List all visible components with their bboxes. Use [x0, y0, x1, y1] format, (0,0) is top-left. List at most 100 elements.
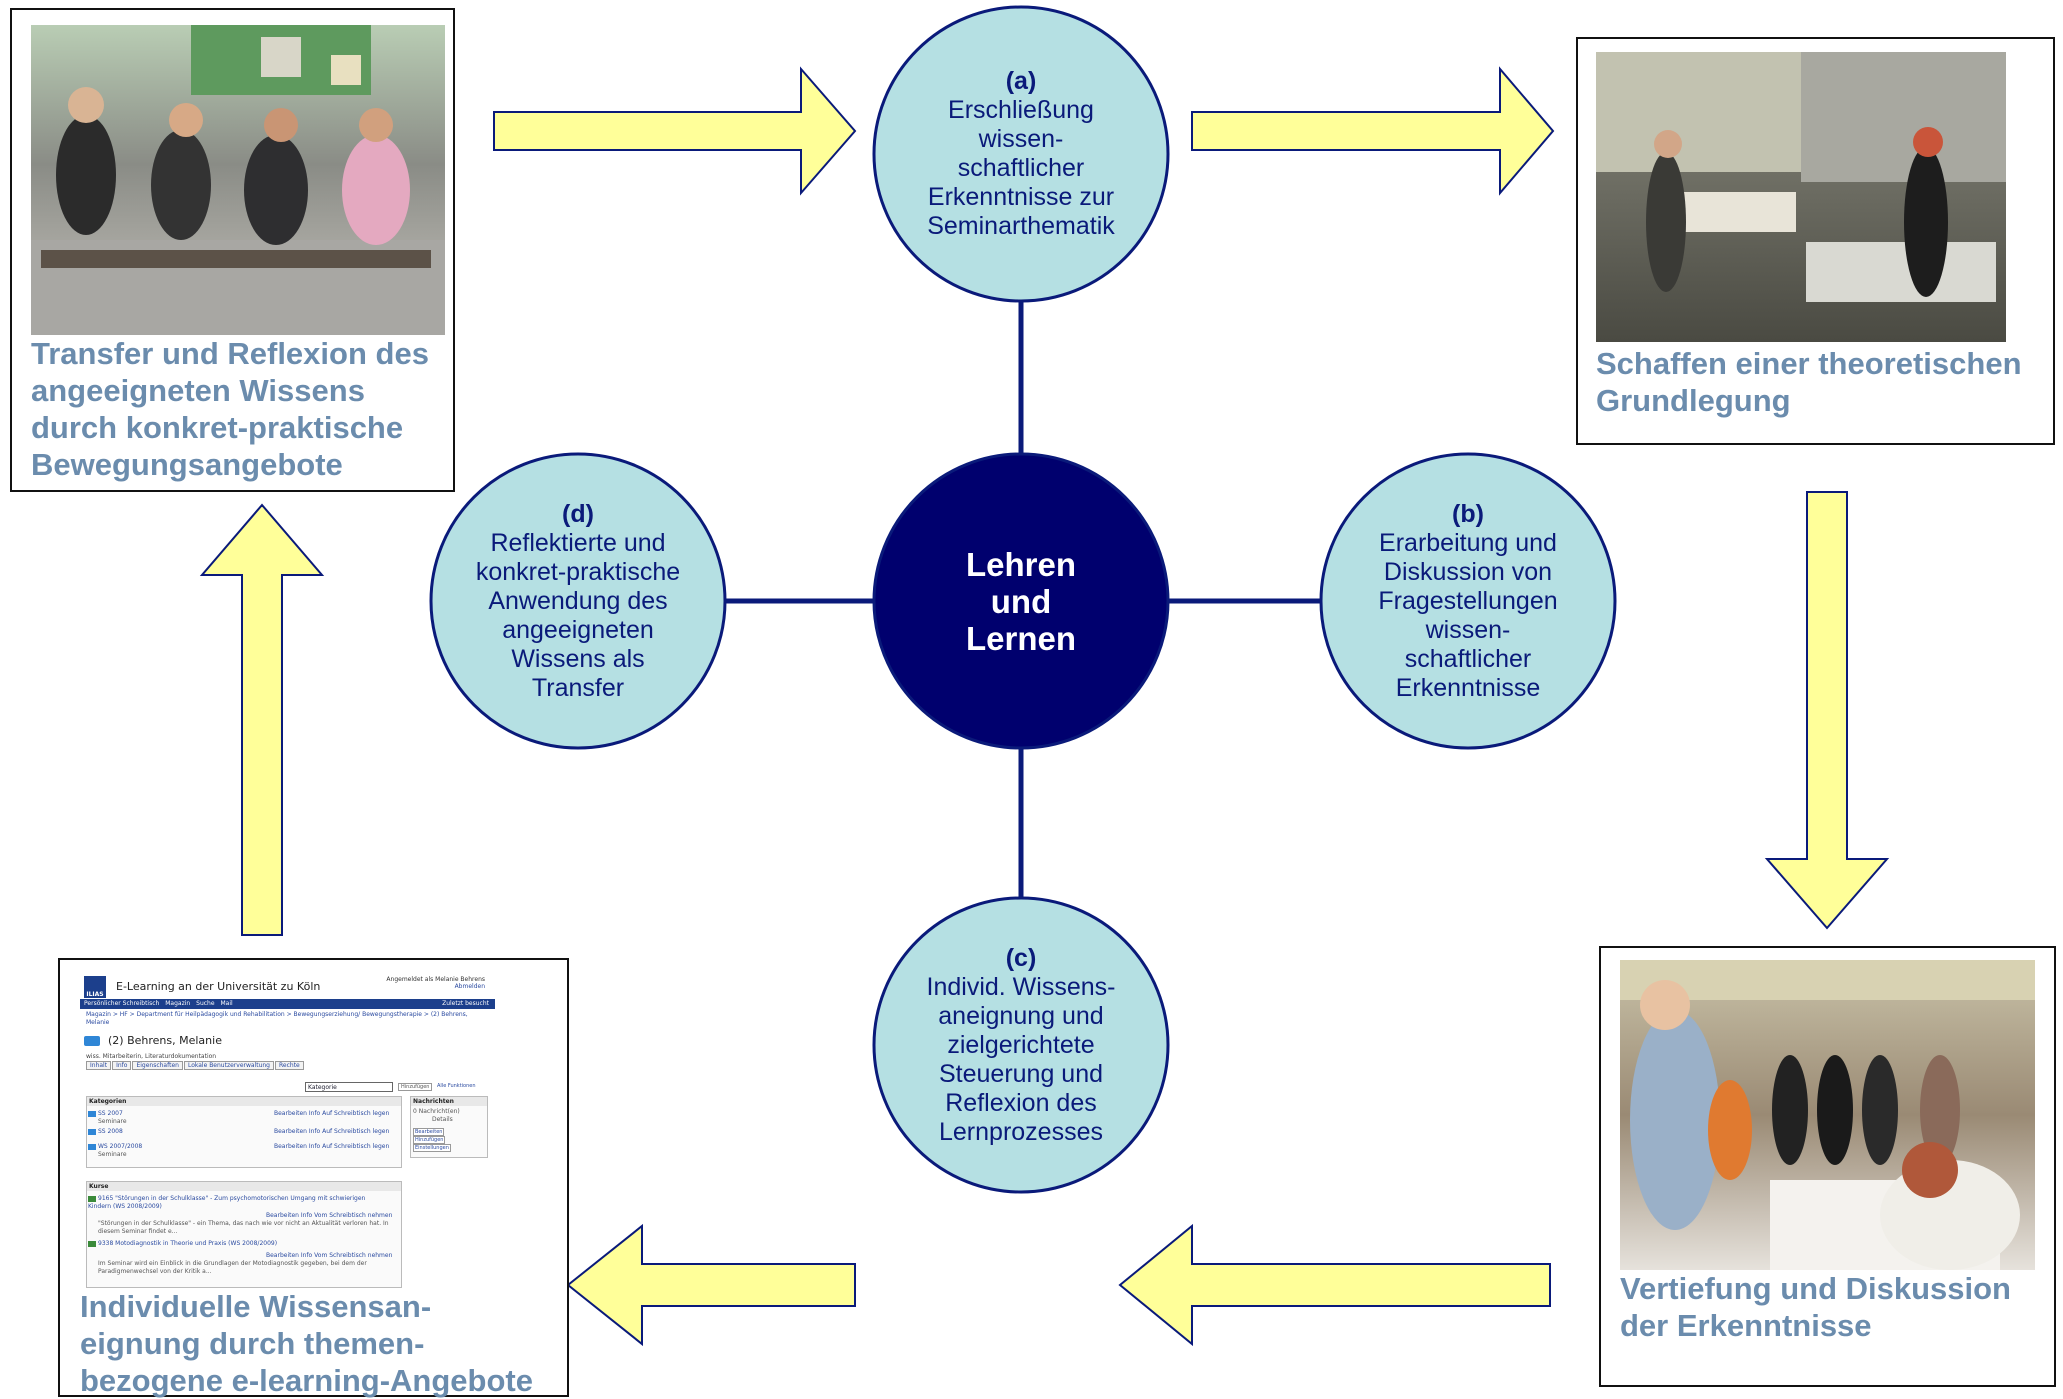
node-d-line: konkret-praktische: [475, 557, 681, 586]
ilias-category-desc: Seminare: [98, 1118, 127, 1125]
ilias-news-button[interactable]: Einstellungen: [413, 1144, 451, 1152]
node-a-circle: [872, 5, 1170, 303]
center-text: Lehren und Lernen: [881, 461, 1161, 741]
node-c-line: Lernprozesses: [939, 1117, 1103, 1146]
ilias-category-item[interactable]: SS 2008: [88, 1128, 123, 1136]
arrow-down-right: [1764, 491, 1890, 930]
ilias-tab[interactable]: Rechte: [275, 1061, 304, 1070]
course-icon: [88, 1195, 96, 1202]
ilias-nav-item[interactable]: Persönlicher Schreibtisch: [84, 1000, 160, 1007]
center-line: und: [990, 582, 1052, 620]
node-a-line: Erkenntnisse zur: [927, 183, 1115, 211]
center-line: Lernen: [965, 619, 1077, 657]
node-c-line: zielgerichtete: [947, 1030, 1095, 1059]
node-a-line: schaftlicher: [957, 154, 1085, 182]
node-c-line: Steuerung und: [938, 1059, 1104, 1088]
ilias-news-details[interactable]: Details: [432, 1116, 453, 1123]
node-b-line: Diskussion von: [1383, 557, 1553, 586]
photo-discussion-group: [1620, 960, 2035, 1270]
ilias-course-actions[interactable]: Bearbeiten Info Vom Schreibtisch nehmen: [266, 1212, 393, 1219]
caption-bottom-right: Vertiefung und Diskussion der Erkenntnis…: [1620, 1271, 2011, 1343]
node-d-line: Reflektierte und: [490, 528, 666, 557]
node-b-line: schaftlicher: [1404, 644, 1532, 673]
node-b-line: Fragestellungen: [1378, 586, 1558, 615]
ilias-login-text: Angemeldet als Melanie Behrens: [386, 976, 485, 983]
ilias-category-desc: Seminare: [98, 1151, 127, 1158]
node-a-line: Erschließung: [948, 96, 1094, 124]
ilias-category-item[interactable]: WS 2007/2008: [88, 1143, 142, 1151]
folder-icon: [88, 1143, 96, 1150]
ilias-header: ILIAS E-Learning an der Universität zu K…: [80, 972, 495, 998]
node-b-circle: [1319, 452, 1617, 750]
ilias-nav-item[interactable]: Suche: [196, 1000, 215, 1007]
node-c-circle: [872, 896, 1170, 1194]
node-a-line: wissen-: [978, 125, 1064, 153]
ilias-nav-recent[interactable]: Zuletzt besucht: [442, 1000, 489, 1007]
ilias-logout-link[interactable]: Abmelden: [454, 983, 485, 990]
ilias-screenshot: ILIAS E-Learning an der Universität zu K…: [80, 968, 495, 1288]
ilias-all-functions-link[interactable]: Alle Funktionen: [437, 1083, 476, 1089]
center-line: Lehren: [965, 545, 1077, 583]
ilias-tab[interactable]: Eigenschaften: [132, 1061, 183, 1070]
ilias-course-item[interactable]: 9165 "Störungen in der Schulklasse" - Zu…: [88, 1195, 366, 1210]
ilias-course-item[interactable]: 9338 Motodiagnostik in Theorie und Praxi…: [88, 1240, 388, 1248]
caption-bottom-left: Individuelle Wissensan- eignung durch th…: [80, 1289, 533, 1398]
node-d-line: Wissens als: [511, 644, 645, 673]
ilias-type-select[interactable]: Kategorie: [305, 1082, 393, 1092]
ilias-category-actions[interactable]: Bearbeiten Info Auf Schreibtisch legen: [274, 1128, 390, 1135]
node-a-text: (a) Erschließung wissen- schaftlicher Er…: [881, 14, 1161, 294]
ilias-news-header: Nachrichten: [411, 1097, 487, 1106]
ilias-courses-header: Kurse: [87, 1182, 401, 1191]
ilias-category-actions[interactable]: Bearbeiten Info Auf Schreibtisch legen: [274, 1143, 390, 1150]
ilias-tab[interactable]: Info: [112, 1061, 132, 1070]
caption-top-right: Schaffen einer theoretischen Grundlegung: [1596, 346, 2022, 418]
ilias-login-info: Angemeldet als Melanie Behrens Abmelden: [386, 976, 485, 990]
ilias-categories-panel: Kategorien: [86, 1096, 402, 1168]
ilias-tab[interactable]: Inhalt: [86, 1061, 112, 1070]
node-c-line: Reflexion des: [945, 1088, 1097, 1117]
photo-movement-group: [31, 25, 445, 335]
photo-lecture: [1596, 52, 2006, 342]
ilias-nav-bar: Persönlicher Schreibtisch Magazin Suche …: [80, 999, 495, 1009]
node-c-text: (c) Individ. Wissens- aneignung und ziel…: [881, 905, 1161, 1185]
node-d-line: Transfer: [531, 673, 625, 702]
ilias-course-desc: "Störungen in der Schulklasse" - ein The…: [98, 1220, 389, 1235]
arrow-up-left: [199, 503, 325, 936]
ilias-title: E-Learning an der Universität zu Köln: [116, 980, 321, 993]
node-b-line: Erarbeitung und: [1379, 528, 1557, 557]
arrow-left-bottom-left: [566, 1223, 856, 1347]
ilias-news-count: 0 Nachricht(en): [413, 1108, 460, 1115]
ilias-news-button[interactable]: Bearbeiten: [413, 1128, 445, 1136]
ilias-add-button[interactable]: Hinzufügen: [398, 1083, 433, 1091]
node-c-line: aneignung und: [938, 1001, 1104, 1030]
ilias-breadcrumb[interactable]: Magazin > HF > Department für Heilpädago…: [86, 1011, 468, 1026]
ilias-course-desc: Im Seminar wird ein Einblick in die Grun…: [98, 1260, 367, 1275]
ilias-page-subtitle: wiss. Mitarbeiterin, Literaturdokumentat…: [86, 1053, 217, 1060]
arrow-right-top-left: [493, 66, 857, 196]
node-a-line: Seminarthematik: [927, 212, 1115, 240]
ilias-news-button[interactable]: Hinzufügen: [413, 1136, 446, 1144]
node-d-label: (d): [562, 499, 594, 528]
node-d-line: Anwendung des: [488, 586, 668, 615]
node-b-line: Erkenntnisse: [1395, 673, 1541, 702]
ilias-tab[interactable]: Lokale Benutzerverwaltung: [183, 1061, 274, 1070]
node-c-line: Individ. Wissens-: [926, 972, 1116, 1001]
center-circle: [872, 452, 1170, 750]
folder-icon: [84, 1036, 100, 1046]
ilias-categories-header: Kategorien: [87, 1097, 401, 1106]
folder-icon: [88, 1110, 96, 1117]
arrow-left-bottom-right: [1118, 1223, 1551, 1347]
ilias-nav-item[interactable]: Magazin: [165, 1000, 191, 1007]
node-b-label: (b): [1452, 499, 1484, 528]
node-d-text: (d) Reflektierte und konkret-praktische …: [438, 461, 718, 741]
node-b-line: wissen-: [1425, 615, 1511, 644]
ilias-page-title: (2) Behrens, Melanie: [108, 1034, 222, 1047]
node-a-label: (a): [1005, 67, 1037, 95]
caption-top-left: Transfer und Reflexion des angeeigneten …: [31, 336, 429, 482]
ilias-category-item[interactable]: SS 2007: [88, 1110, 123, 1118]
ilias-course-actions[interactable]: Bearbeiten Info Vom Schreibtisch nehmen: [266, 1252, 393, 1259]
ilias-nav-item[interactable]: Mail: [220, 1000, 233, 1007]
ilias-category-actions[interactable]: Bearbeiten Info Auf Schreibtisch legen: [274, 1110, 390, 1117]
